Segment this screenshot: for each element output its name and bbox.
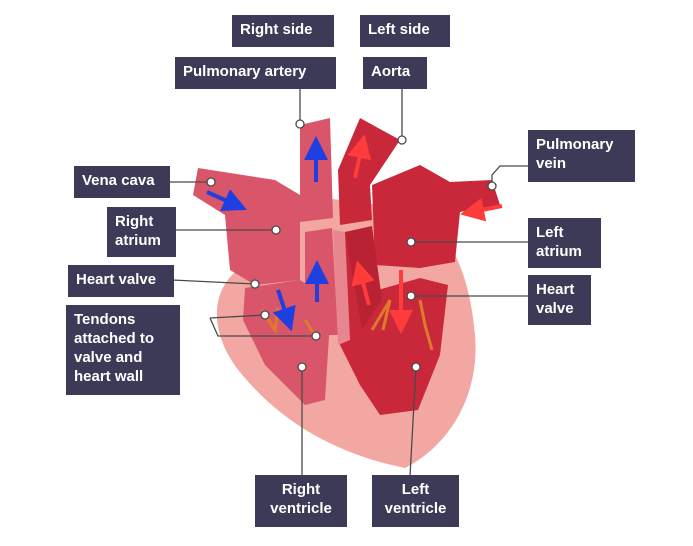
right-ventricle-label: Right ventricle	[255, 475, 347, 527]
blue-arrow	[206, 136, 329, 332]
left-atrium-label: Left atrium	[528, 218, 601, 268]
pulmonary-artery-label: Pulmonary artery	[175, 57, 336, 89]
septum-center	[333, 230, 350, 345]
right-side-label: Right side	[232, 15, 334, 47]
vena-cava-label: Vena cava	[74, 166, 170, 198]
left-atrium-chamber	[372, 165, 500, 268]
right-atrium-label: Right atrium	[107, 207, 176, 257]
red-arrow	[347, 134, 503, 334]
heart-valve-right-label: Heart valve	[68, 265, 174, 297]
leader-lines	[170, 88, 528, 477]
left-ventricle-label: Left ventricle	[372, 475, 459, 527]
pulmonary-vein-label: Pulmonary vein	[528, 130, 635, 182]
heart-valve-left-label: Heart valve	[528, 275, 591, 325]
tendons-label: Tendons attached to valve and heart wall	[66, 305, 180, 395]
leader-dots	[206, 119, 497, 372]
left-side-label: Left side	[360, 15, 450, 47]
aorta-label: Aorta	[363, 57, 427, 89]
